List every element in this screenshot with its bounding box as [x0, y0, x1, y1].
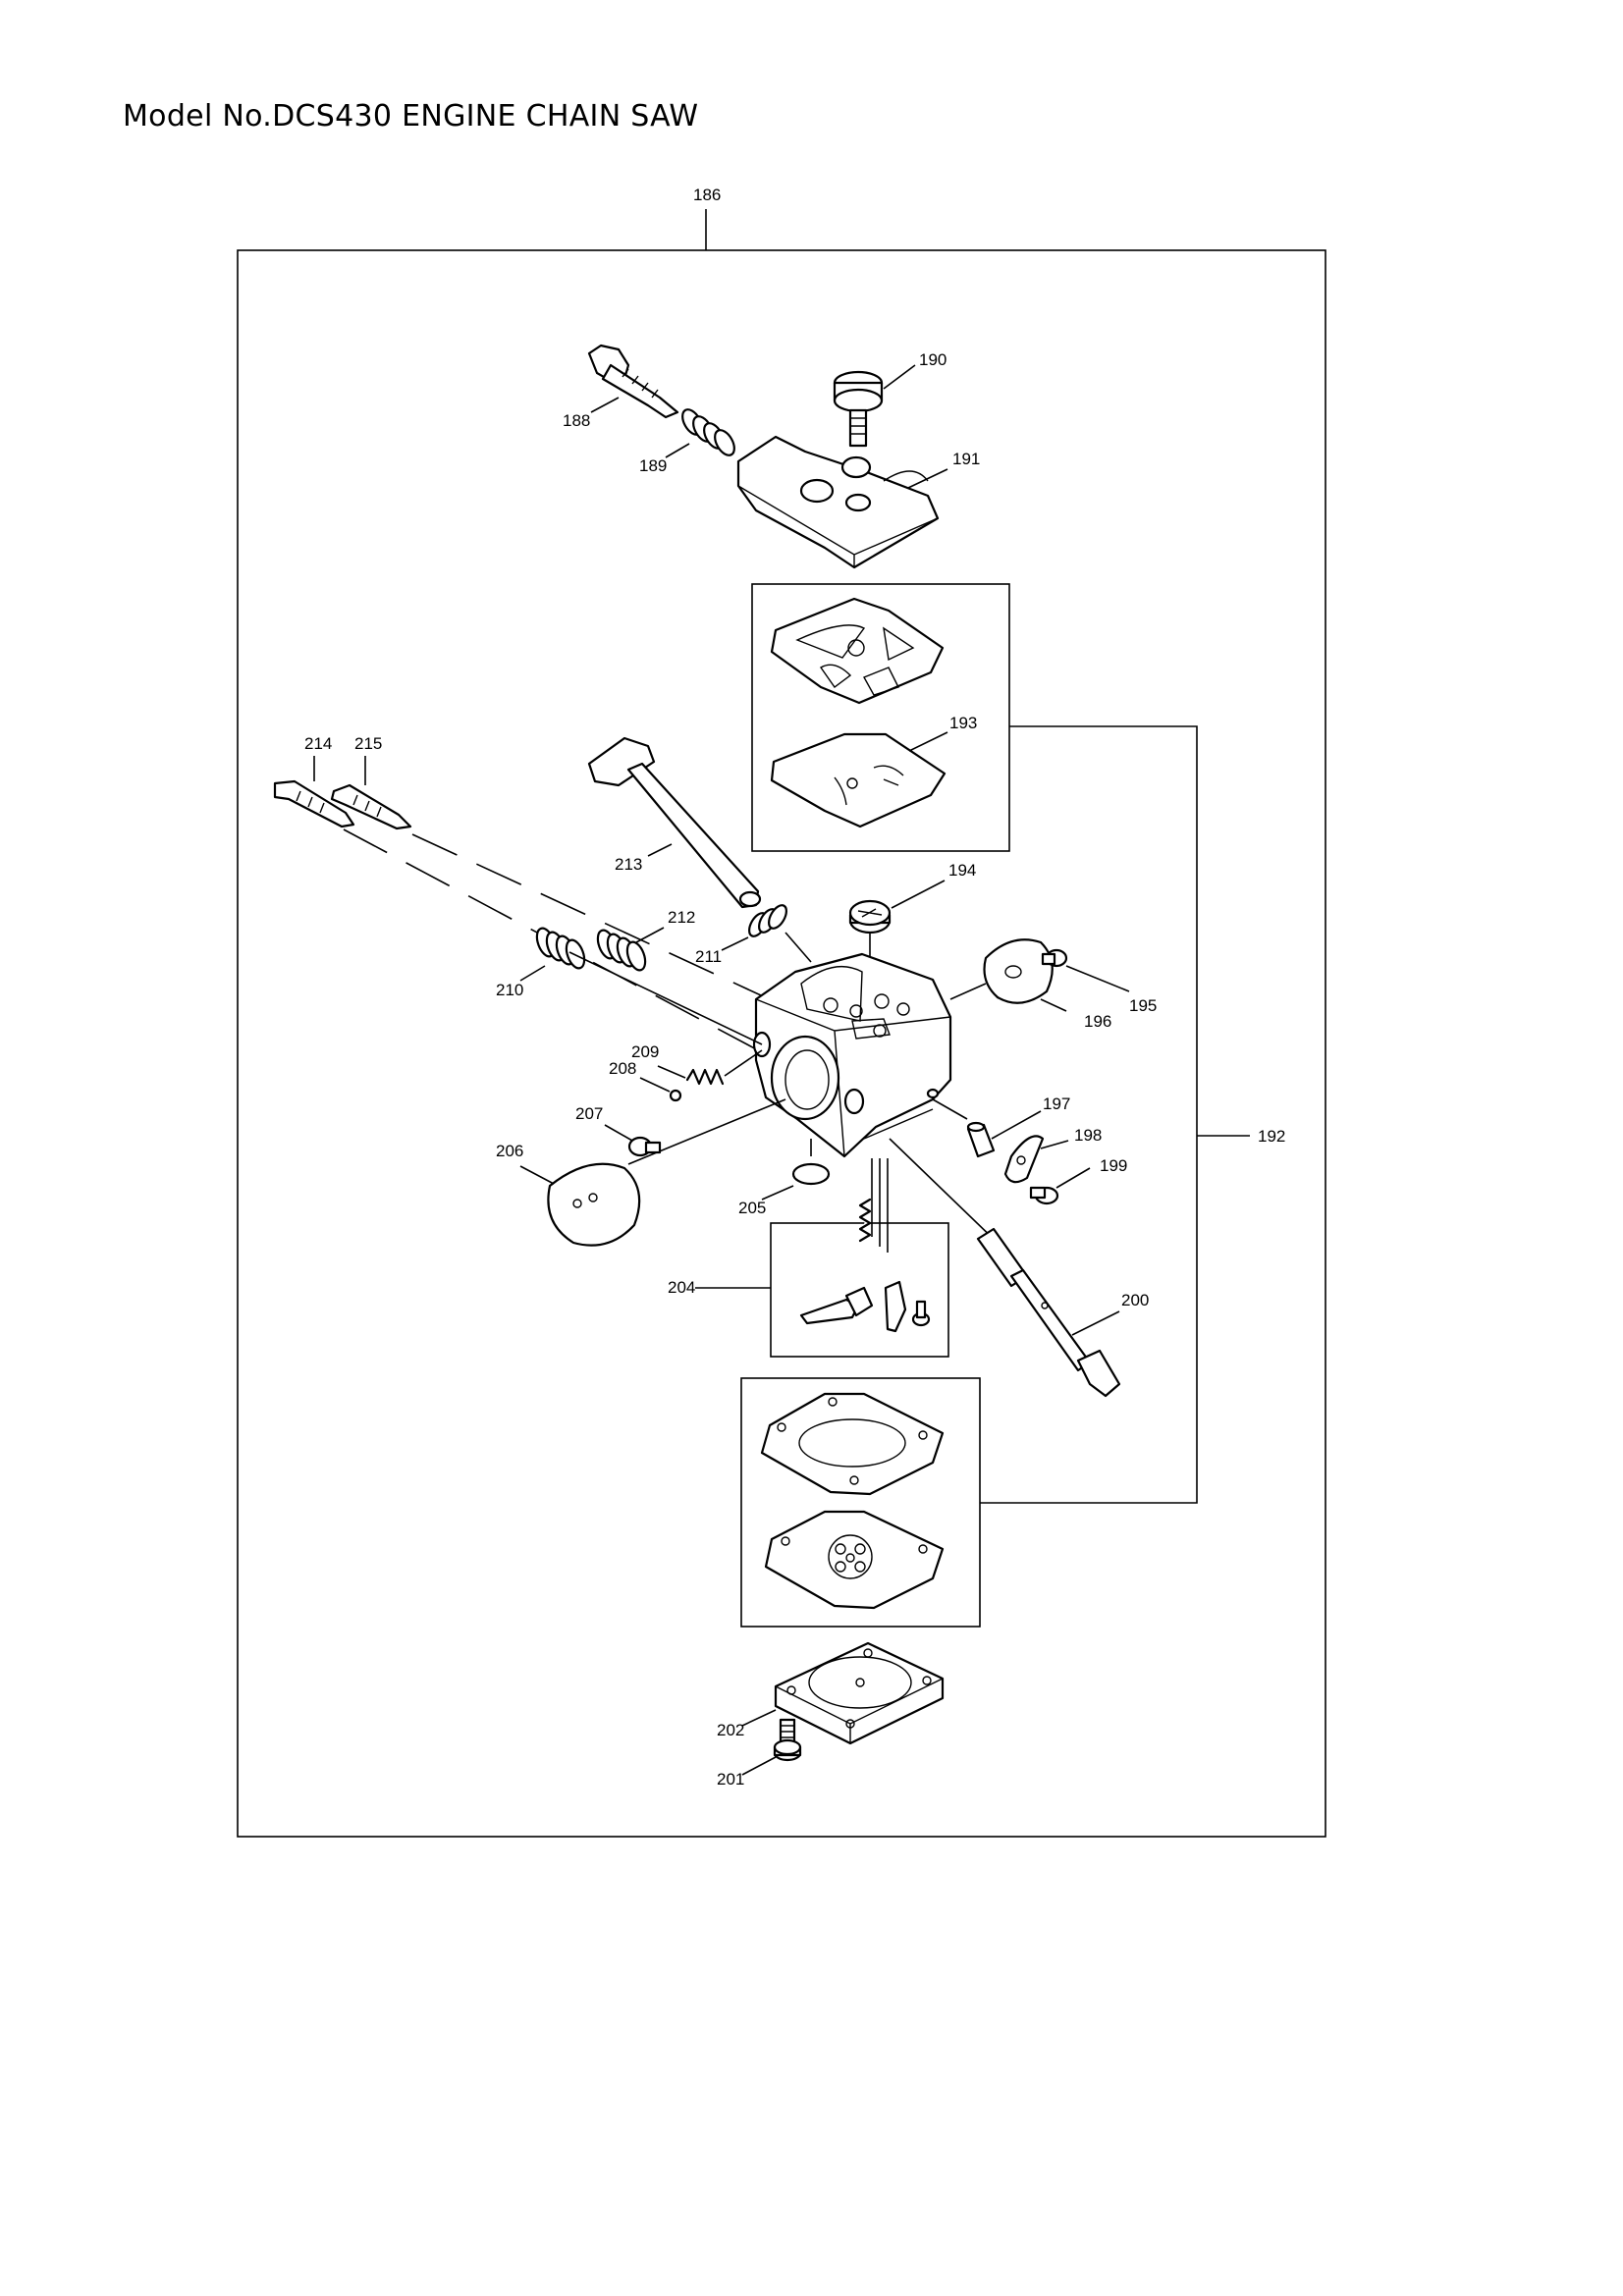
repair-kit-box-204: [770, 1222, 949, 1358]
screw-207: [627, 1136, 662, 1157]
gasket-lower-a: [760, 1392, 945, 1496]
callout-193: 193: [949, 714, 977, 732]
page-title: Model No.DCS430 ENGINE CHAIN SAW: [123, 99, 699, 133]
callout-195: 195: [1129, 996, 1157, 1015]
gasket-upper-a: [770, 597, 945, 705]
callout-207: 207: [575, 1104, 603, 1123]
callout-186: 186: [693, 186, 721, 204]
callout-200: 200: [1121, 1291, 1149, 1309]
repair-kit-204-parts: [799, 1198, 931, 1333]
spring-210: [535, 927, 586, 970]
screen-194: [848, 899, 892, 934]
filter-205: [791, 1162, 831, 1186]
assembly-frame: [237, 249, 1326, 1838]
callout-210: 210: [496, 981, 523, 999]
screw-190: [833, 370, 884, 448]
callout-202: 202: [717, 1721, 744, 1739]
gasket-lower-b: [764, 1510, 945, 1610]
lever-198: [1003, 1135, 1045, 1184]
needle-215: [330, 783, 412, 830]
bushing-197: [966, 1121, 996, 1158]
callout-206: 206: [496, 1142, 523, 1160]
callout-201: 201: [717, 1770, 744, 1789]
spring-212: [596, 929, 647, 972]
callout-190: 190: [919, 350, 947, 369]
callout-198: 198: [1074, 1126, 1102, 1145]
callout-194: 194: [948, 861, 976, 880]
choke-shaft-200: [976, 1227, 1121, 1398]
callout-188: 188: [563, 411, 590, 430]
needle-214: [273, 779, 355, 828]
callout-214: 214: [304, 734, 332, 753]
plate-196: [983, 938, 1054, 1004]
callout-197: 197: [1043, 1095, 1070, 1113]
spring-209: [685, 1068, 725, 1086]
callout-209: 209: [631, 1042, 659, 1061]
screw-195: [1041, 948, 1068, 968]
idle-screw-188: [587, 344, 679, 419]
screw-199: [1029, 1186, 1059, 1205]
cover-plate-191: [736, 435, 940, 569]
spring-189: [681, 408, 735, 456]
ball-208: [669, 1089, 682, 1102]
carburetor-body: [752, 952, 952, 1158]
spring-211: [748, 904, 787, 937]
plate-206: [547, 1162, 641, 1247]
callout-199: 199: [1100, 1156, 1127, 1175]
callout-215: 215: [354, 734, 382, 753]
callout-196: 196: [1084, 1012, 1111, 1031]
gasket-box-upper: [751, 583, 1010, 852]
callout-208: 208: [609, 1059, 636, 1078]
callout-211: 211: [695, 947, 722, 966]
screw-201: [773, 1718, 802, 1762]
throttle-shaft-213: [587, 736, 762, 909]
callout-189: 189: [639, 456, 667, 475]
callout-191: 191: [952, 450, 980, 468]
callout-204: 204: [668, 1278, 695, 1297]
callout-212: 212: [668, 908, 695, 927]
callout-192: 192: [1258, 1127, 1285, 1146]
pump-cover-202: [774, 1641, 945, 1745]
gasket-upper-b-193: [770, 732, 947, 828]
callout-205: 205: [738, 1199, 766, 1217]
callout-213: 213: [615, 855, 642, 874]
